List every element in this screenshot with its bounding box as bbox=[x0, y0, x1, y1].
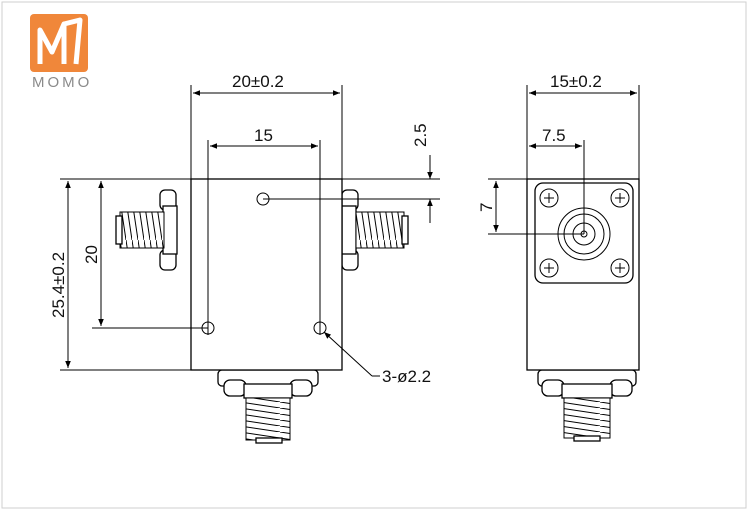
connector-offset-dim: 7.5 bbox=[542, 126, 566, 145]
flange-screw-bottom-left bbox=[539, 258, 559, 278]
logo-mark bbox=[30, 14, 88, 72]
hole-spacing-dim: 15 bbox=[254, 126, 273, 145]
side-width-dim: 15±0.2 bbox=[550, 72, 602, 91]
overall-height-dim: 25.4±0.2 bbox=[49, 252, 68, 318]
flange-screw-top-right bbox=[610, 188, 630, 208]
momo-logo: MOMO bbox=[30, 14, 92, 91]
bottom-sma-connector bbox=[217, 369, 319, 444]
flange-screw-bottom-right bbox=[610, 258, 630, 278]
holes-callout: 3-ø2.2 bbox=[382, 367, 431, 386]
front-width-dim: 20±0.2 bbox=[232, 72, 284, 91]
side-bottom-sma-connector bbox=[537, 369, 637, 442]
logo-brand-text: MOMO bbox=[32, 74, 92, 91]
left-sma-connector bbox=[115, 189, 178, 271]
connector-height-dim: 7 bbox=[477, 203, 496, 212]
side-view: 15±0.2 7.5 7 bbox=[477, 72, 640, 442]
inner-height-dim: 20 bbox=[82, 245, 101, 264]
hole-offset-dim: 2.5 bbox=[411, 123, 430, 147]
flange-screw-top-left bbox=[539, 188, 559, 208]
front-housing bbox=[190, 178, 343, 371]
right-sma-connector bbox=[341, 189, 409, 271]
front-view: 20±0.2 15 2.5 20 25.4±0.2 3-ø2.2 bbox=[49, 72, 440, 444]
